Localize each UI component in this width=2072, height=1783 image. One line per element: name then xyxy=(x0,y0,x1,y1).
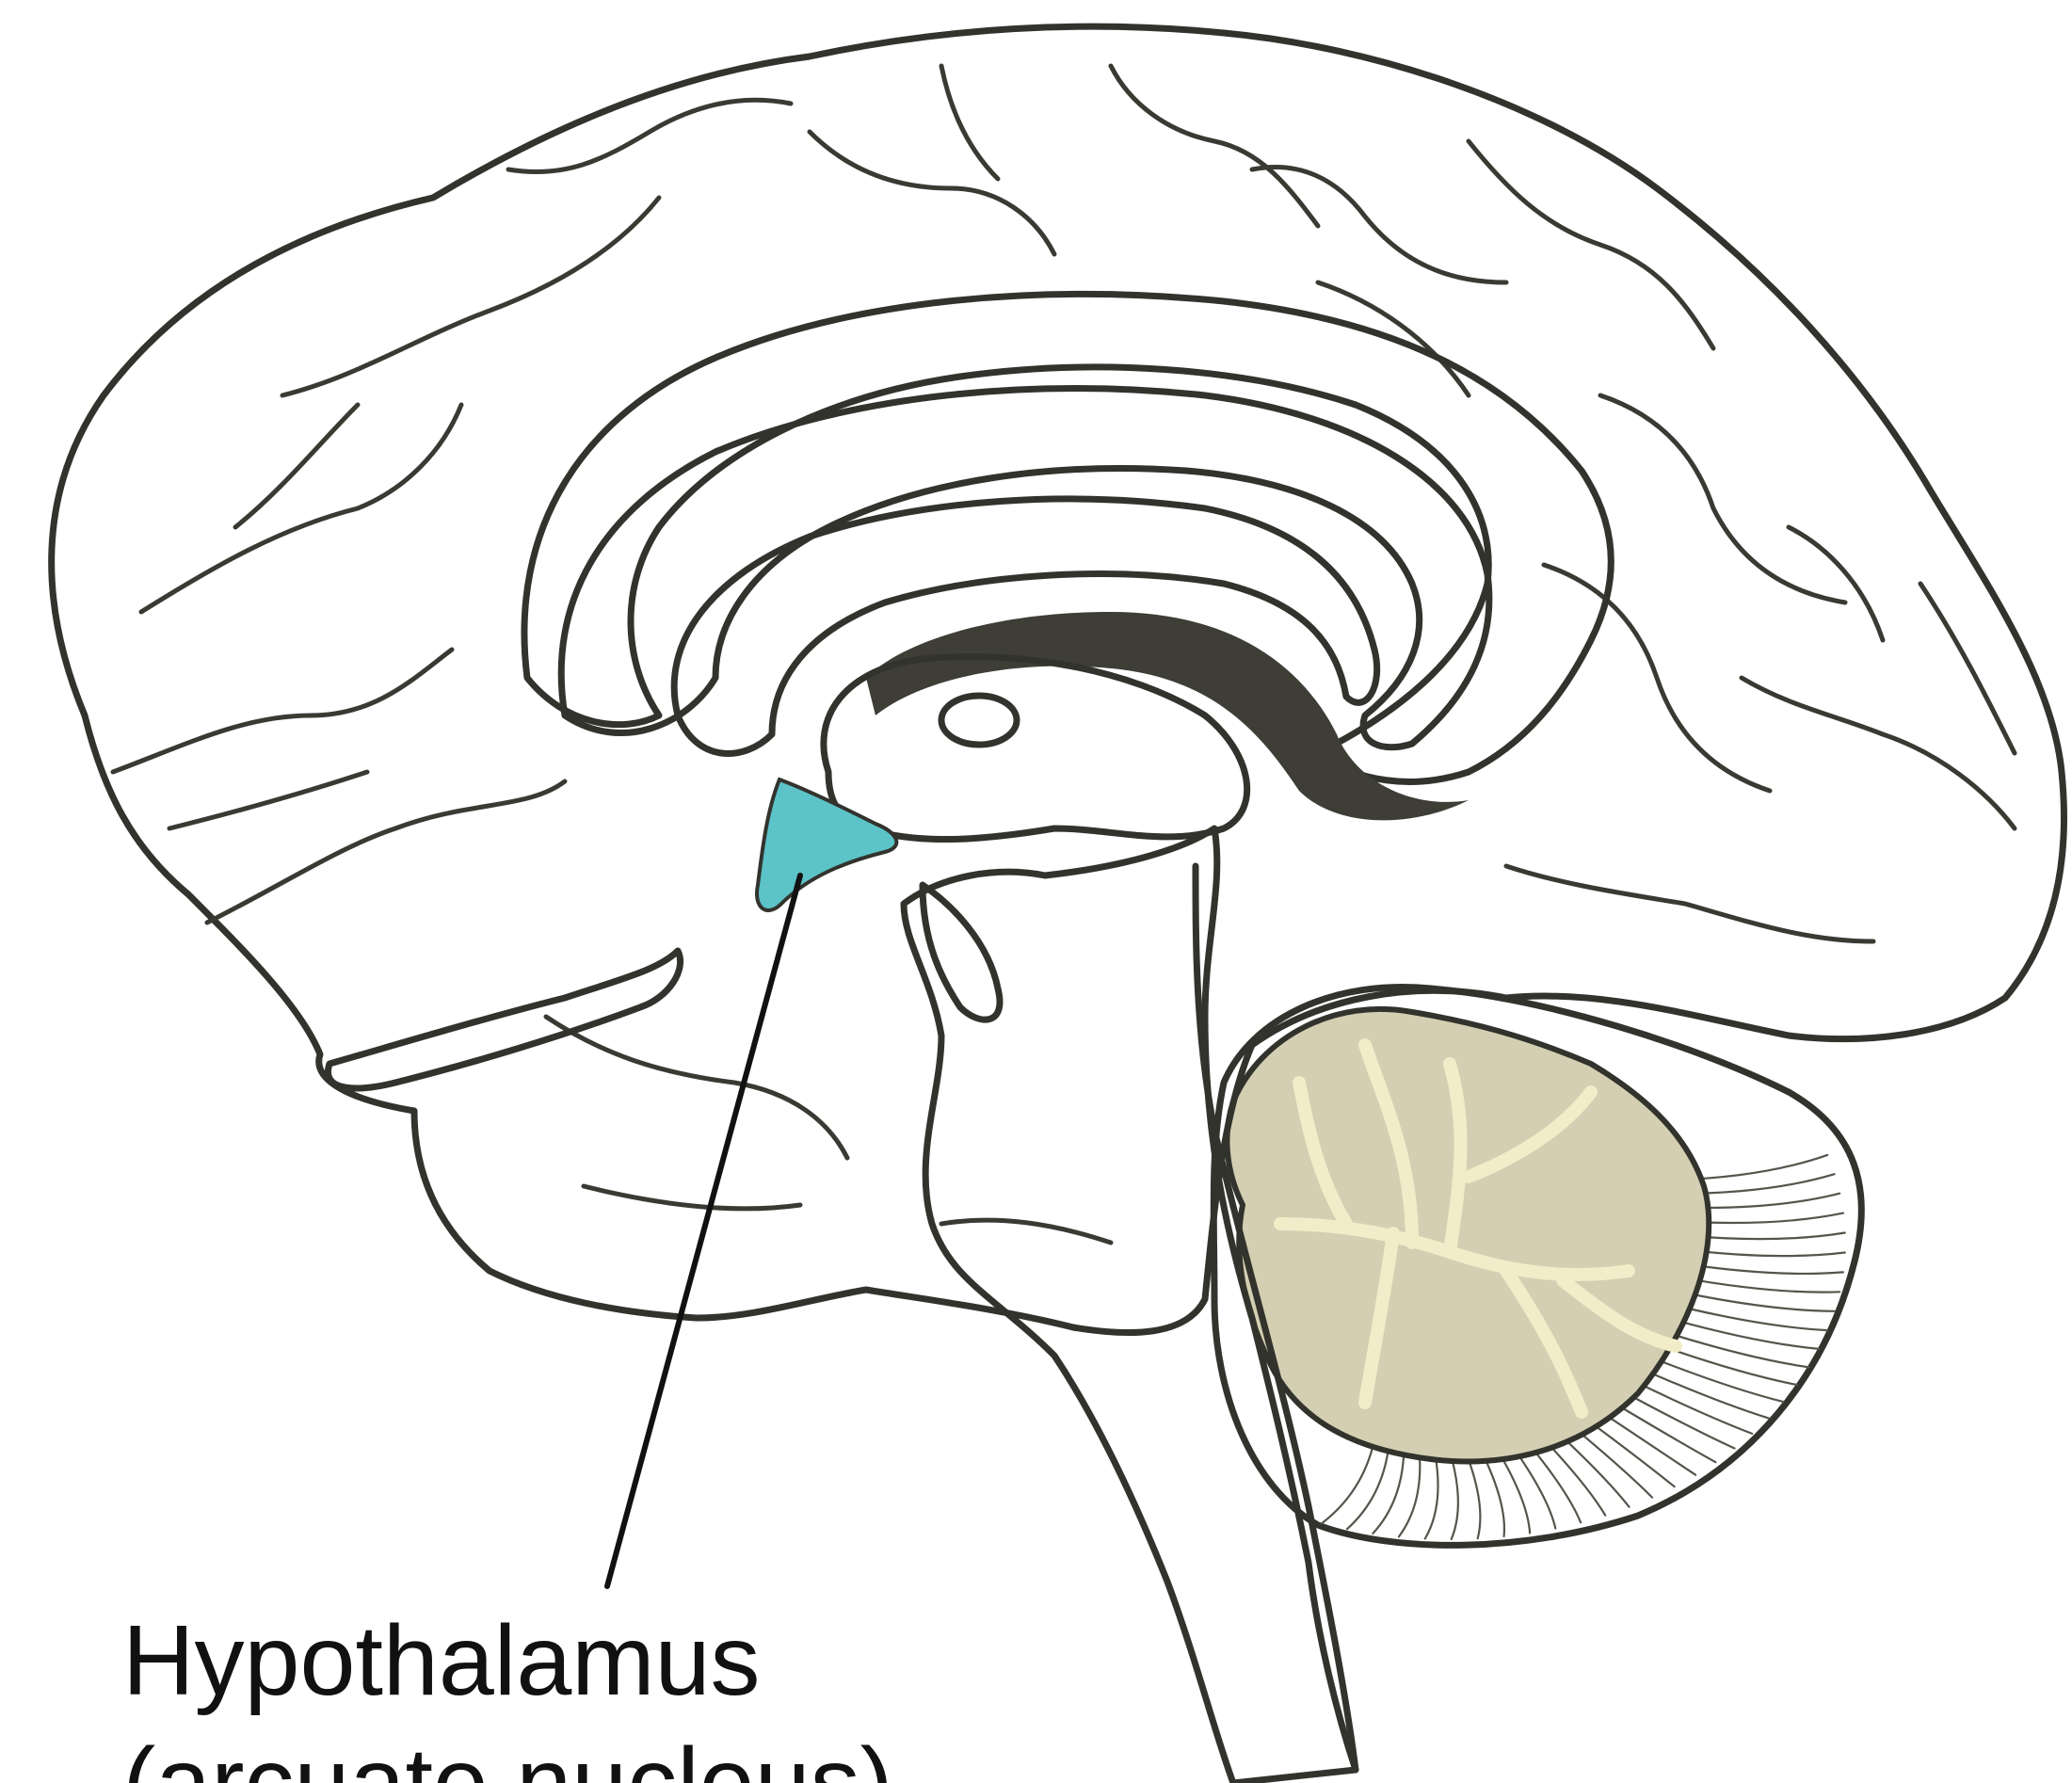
folia-line xyxy=(1322,1443,1373,1523)
folia-line xyxy=(1425,1454,1438,1539)
folia-line xyxy=(1467,1454,1481,1538)
label-leader-line xyxy=(607,875,800,1586)
structure-sublabel: (arcuate nucleus) xyxy=(122,1727,893,1783)
hypothalamus-highlight xyxy=(757,779,896,910)
folia-line xyxy=(1373,1451,1404,1534)
interthalamic-adhesion xyxy=(941,696,1017,745)
structure-label: Hypothalamus xyxy=(122,1605,761,1716)
folia-line xyxy=(1482,1453,1504,1536)
folia-line xyxy=(1451,1454,1458,1539)
folia-line xyxy=(1669,1319,1819,1349)
cerebellum xyxy=(1213,987,1861,1545)
cerebrum xyxy=(52,26,2064,1783)
optic-nerve xyxy=(328,951,680,1088)
folia-line xyxy=(1684,1264,1843,1274)
corpus-callosum xyxy=(561,389,1489,747)
folia-line xyxy=(1682,1277,1840,1292)
folia-line xyxy=(1663,1332,1808,1368)
folia-line xyxy=(1678,1292,1834,1311)
folia-line xyxy=(1498,1450,1530,1533)
